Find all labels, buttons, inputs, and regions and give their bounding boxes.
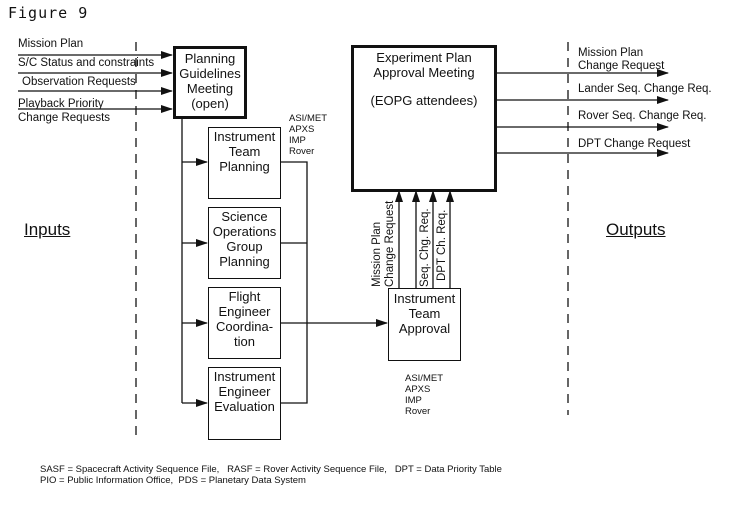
box-line: tion [234, 334, 255, 349]
box-line: Group [226, 239, 263, 254]
abbreviations-legend: SASF = Spacecraft Activity Sequence File… [40, 464, 502, 486]
output-label: Lander Seq. Change Req. [578, 83, 712, 95]
instrument-item: ASI/MET [289, 113, 328, 124]
instrument-item: APXS [289, 124, 315, 135]
experiment-plan-approval-box: Experiment Plan Approval Meeting (EOPG a… [351, 45, 497, 192]
approval-output-label: Change Request [384, 200, 396, 287]
instrument-item: IMP [405, 395, 422, 406]
input-label: Playback Priority [18, 98, 104, 110]
box-line: (open) [191, 96, 229, 111]
box-line: Science [221, 209, 268, 224]
collector-line [280, 161, 308, 404]
box-line: Coordina- [215, 319, 274, 334]
box-line: Engineer [218, 304, 271, 319]
instrument-item: ASI/MET [405, 373, 444, 384]
output-label: Rover Seq. Change Req. [578, 110, 707, 122]
box-line: Planning [219, 159, 270, 174]
box-line: Meeting [186, 81, 234, 96]
input-label: Observation Requests [22, 76, 136, 88]
outputs-heading: Outputs [606, 220, 666, 239]
instrument-item: Rover [405, 406, 431, 417]
box-line: Evaluation [214, 399, 275, 414]
input-label: Mission Plan [18, 38, 84, 50]
box-spacer [354, 80, 494, 93]
inputs-heading: Inputs [24, 220, 71, 239]
approval-output-label: Mission Plan [371, 221, 383, 287]
instrument-team-approval-box: Instrument Team Approval [388, 288, 461, 361]
input-label: S/C Status and constraints [18, 57, 155, 69]
box-line: Engineer [218, 384, 271, 399]
instrument-item: APXS [405, 384, 431, 395]
box-line: Approval [398, 321, 451, 336]
box-line: Planning [184, 51, 236, 66]
box-line: Team [228, 144, 261, 159]
output-label: DPT Change Request [578, 138, 691, 150]
box-line: Guidelines [179, 66, 241, 81]
output-label: Change Request [578, 60, 665, 72]
box-line: (EOPG attendees) [370, 93, 478, 108]
science-operations-box: Science Operations Group Planning [208, 207, 281, 279]
box-line: Operations [212, 224, 277, 239]
output-label: Mission Plan [578, 47, 644, 59]
flight-engineer-coordination-box: Flight Engineer Coordina- tion [208, 287, 281, 359]
planning-guidelines-meeting-box: Planning Guidelines Meeting (open) [173, 46, 247, 119]
instrument-item: IMP [289, 135, 306, 146]
box-line: Instrument [213, 369, 276, 384]
box-line: Team [408, 306, 441, 321]
approval-output-label: Seq. Chg. Req. [419, 208, 431, 287]
box-line: Instrument [393, 291, 456, 306]
box-line: Planning [219, 254, 270, 269]
legend-line: SASF = Spacecraft Activity Sequence File… [40, 464, 502, 475]
box-line: Approval Meeting [373, 65, 475, 80]
instrument-engineer-evaluation-box: Instrument Engineer Evaluation [208, 367, 281, 440]
box-line: Instrument [213, 129, 276, 144]
approval-output-label: DPT Ch. Req. [436, 209, 448, 281]
box-line: Experiment Plan [376, 50, 472, 65]
instrument-item: Rover [289, 146, 315, 157]
instrument-team-planning-box: Instrument Team Planning [208, 127, 281, 199]
instrument-list-top: ASI/MET APXS IMP Rover [289, 113, 327, 157]
box-line: Flight [228, 289, 261, 304]
figure-title: Figure 9 [8, 4, 89, 22]
instrument-list-bottom: ASI/MET APXS IMP Rover [405, 373, 443, 417]
legend-line: PIO = Public Information Office, PDS = P… [40, 475, 306, 486]
input-label: Change Requests [18, 112, 111, 124]
